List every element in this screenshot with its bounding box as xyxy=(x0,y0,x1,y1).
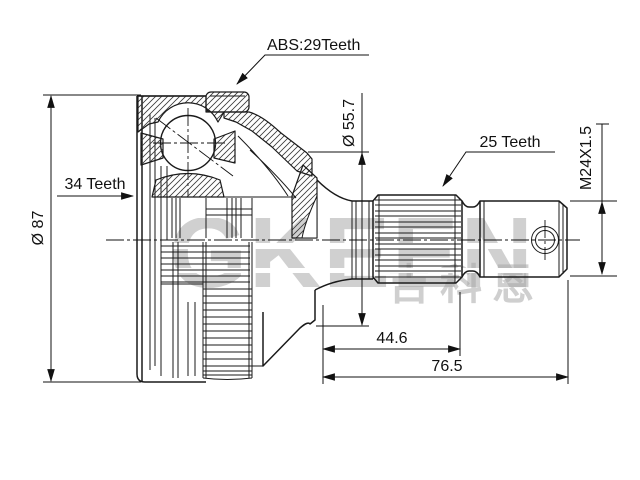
shaft-spline-label-text: 25 Teeth xyxy=(479,134,540,151)
boot-groove-serrations xyxy=(202,242,253,380)
abs-tone-ring xyxy=(205,91,250,113)
cage-right-section xyxy=(213,130,236,164)
dimension-outer-diameter: Ø 87 xyxy=(30,94,141,383)
retaining-groove xyxy=(461,200,481,278)
label-shaft-spline: 25 Teeth xyxy=(442,134,555,187)
dimension-spline-length: 44.6 xyxy=(321,292,462,356)
bell-slope-wall-section xyxy=(223,111,313,177)
dim-groove-diameter-text: Ø 55.7 xyxy=(341,99,358,147)
dimension-overall-length: 76.5 xyxy=(321,280,570,384)
bell-housing xyxy=(136,91,353,383)
bell-back-profile xyxy=(252,179,353,367)
cage-left-section xyxy=(140,132,164,166)
watermark: GKEEN 吉科恩 xyxy=(165,197,540,309)
threaded-stud xyxy=(479,200,568,278)
dim-spline-length-text: 44.6 xyxy=(376,330,407,347)
abs-ring-label-text: ABS:29Teeth xyxy=(267,37,360,54)
spline-shaft xyxy=(372,194,463,284)
dim-overall-length-text: 76.5 xyxy=(431,358,462,375)
label-abs-ring: ABS:29Teeth xyxy=(236,37,369,85)
bell-top-wall-section xyxy=(137,95,225,133)
inner-race-section xyxy=(151,172,225,198)
dim-outer-diameter-text: Ø 87 xyxy=(30,211,47,246)
dimension-thread: M24X1.5 xyxy=(570,123,617,277)
dim-thread-text: M24X1.5 xyxy=(578,126,595,190)
dimension-groove-diameter: Ø 55.7 xyxy=(308,93,369,327)
label-hub-spline: 34 Teeth xyxy=(57,176,135,200)
hub-spline-label-text: 34 Teeth xyxy=(64,176,125,193)
